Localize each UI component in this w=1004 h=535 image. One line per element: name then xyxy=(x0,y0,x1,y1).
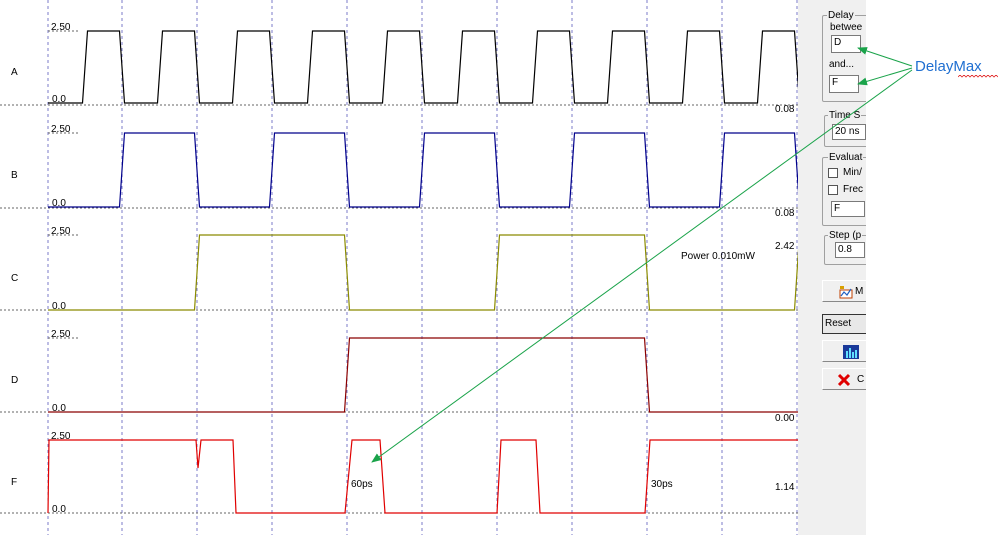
low-level-label: 0.0 xyxy=(52,198,66,209)
high-level-label: 2.50 xyxy=(51,431,71,442)
signal-label-c: C xyxy=(11,273,19,284)
evaluate-input[interactable]: F xyxy=(831,201,865,217)
histogram-button[interactable] xyxy=(822,340,866,362)
callout-arrow-to xyxy=(857,67,913,86)
waveform-c xyxy=(48,234,798,311)
waveform-a xyxy=(48,30,798,104)
low-level-label: 0.0 xyxy=(52,504,66,515)
high-level-label: 2.50 xyxy=(51,22,71,33)
high-level-label: 2.50 xyxy=(51,124,71,135)
delay-to-input[interactable]: F xyxy=(829,75,859,93)
reset-button[interactable]: Reset xyxy=(822,314,866,334)
freq-label: Frec xyxy=(843,184,863,195)
delay-from-input[interactable]: D xyxy=(831,35,861,53)
close-icon xyxy=(837,373,851,387)
control-panel: Delay betwee D and... F Time S 20 ns Eva… xyxy=(798,0,866,535)
callout-arrow-from xyxy=(857,47,913,67)
chart-icon xyxy=(839,286,853,299)
power-readout: Power 0.010mW xyxy=(681,251,755,262)
waveform-f xyxy=(47,439,798,514)
value-readout-b: 0.08 xyxy=(775,208,795,219)
timescale-group-title: Time S xyxy=(828,110,862,121)
step-group-title: Step (p xyxy=(828,230,863,241)
value-readout-d: 0.00 xyxy=(775,413,795,424)
signal-label-b: B xyxy=(11,170,18,181)
delaymax-callout: DelayMax xyxy=(915,58,982,75)
delay-annotation-60ps: 60ps xyxy=(351,479,373,490)
close-button[interactable]: C xyxy=(822,368,866,390)
signal-label-d: D xyxy=(11,375,19,386)
value-readout-f: 1.14 xyxy=(775,482,795,493)
high-level-label: 2.50 xyxy=(51,329,71,340)
close-label: C xyxy=(857,374,865,385)
freq-checkbox[interactable] xyxy=(828,185,838,195)
signal-label-a: A xyxy=(11,67,18,78)
timescale-input[interactable]: 20 ns xyxy=(832,124,866,140)
measure-label: M xyxy=(855,286,864,297)
between-label: betwee xyxy=(830,22,863,33)
signal-label-f: F xyxy=(11,477,18,488)
minmax-label: Min/ xyxy=(843,167,862,178)
and-label: and... xyxy=(829,59,855,70)
waveform-canvas xyxy=(0,0,798,535)
high-level-label: 2.50 xyxy=(51,226,71,237)
measure-button[interactable]: M xyxy=(822,280,866,302)
histogram-icon xyxy=(843,345,859,359)
value-readout-c: 2.42 xyxy=(775,241,795,252)
spellcheck-underline xyxy=(958,75,998,78)
waveform-b xyxy=(48,132,798,208)
delay-annotation-30ps: 30ps xyxy=(651,479,673,490)
delay-group-title: Delay xyxy=(827,10,855,21)
evaluate-group-title: Evaluat xyxy=(828,152,864,163)
low-level-label: 0.0 xyxy=(52,403,66,414)
waveform-d xyxy=(48,337,798,413)
low-level-label: 0.0 xyxy=(52,94,66,105)
low-level-label: 0.0 xyxy=(52,301,66,312)
minmax-checkbox[interactable] xyxy=(828,168,838,178)
value-readout-a: 0.08 xyxy=(775,104,795,115)
step-input[interactable]: 0.8 xyxy=(835,242,865,258)
